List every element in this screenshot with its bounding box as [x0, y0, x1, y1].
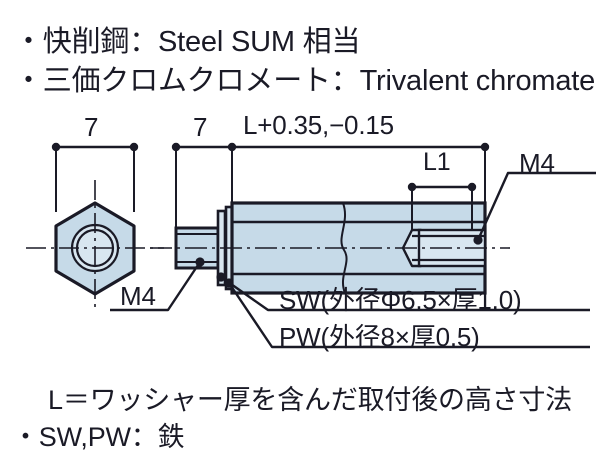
dim-dot-hex-left — [51, 142, 61, 152]
leader-dot-pw — [224, 278, 234, 288]
dim-dot-l1-left — [407, 182, 417, 192]
break-line — [340, 202, 348, 294]
leader-dot-sw — [216, 272, 226, 282]
spec-material-steel: ・快削鋼：Steel SUM 相当 — [14, 26, 361, 58]
dimension-label-hex-width: 7 — [84, 112, 99, 142]
callout-label-spring-washer: SW(外径Φ6.5×厚1.0) — [279, 285, 522, 315]
leader-m4-male — [110, 257, 205, 312]
leader-line-m4-left — [110, 261, 201, 312]
leader-line-pw — [228, 282, 590, 349]
dim-dot-hex-right — [129, 142, 139, 152]
leader-dot-m4-right — [473, 235, 483, 245]
dimension-thread-depth — [407, 182, 477, 230]
dim-dot-l1-right — [467, 182, 477, 192]
dimension-label-stud-section: 7 — [193, 112, 208, 142]
leader-line-m4-right — [476, 171, 596, 241]
dim-dot-stud-left — [171, 142, 181, 152]
callout-label-plain-washer: PW(外径8×厚0.5) — [279, 322, 480, 352]
leader-m4-female — [473, 171, 596, 245]
dimension-stud-section — [171, 142, 237, 232]
note-washer-material: ・SW,PW：鉄 — [12, 422, 185, 452]
leader-line-sw — [220, 276, 590, 312]
dim-dot-overall-right — [480, 142, 490, 152]
leader-spring-washer — [216, 272, 590, 312]
callout-label-female-thread: M4 — [519, 148, 555, 178]
leader-dot-m4-left — [195, 257, 205, 267]
spec-finish-chromate: ・三価クロムクロメート：Trivalent chromate — [14, 65, 596, 97]
dimension-hex-width — [51, 142, 139, 212]
callout-label-male-thread: M4 — [120, 281, 156, 311]
leader-plain-washer — [224, 278, 590, 349]
dimension-label-thread-depth: L1 — [423, 148, 451, 176]
dimension-label-overall-length: L+0.35,−0.15 — [243, 110, 394, 140]
side-view-assembly — [150, 201, 510, 295]
hex-end-view — [26, 180, 164, 308]
dimension-overall-length — [232, 142, 490, 205]
note-height-definition: L＝ワッシャー厚を含んだ取付後の高さ寸法 — [48, 385, 573, 415]
